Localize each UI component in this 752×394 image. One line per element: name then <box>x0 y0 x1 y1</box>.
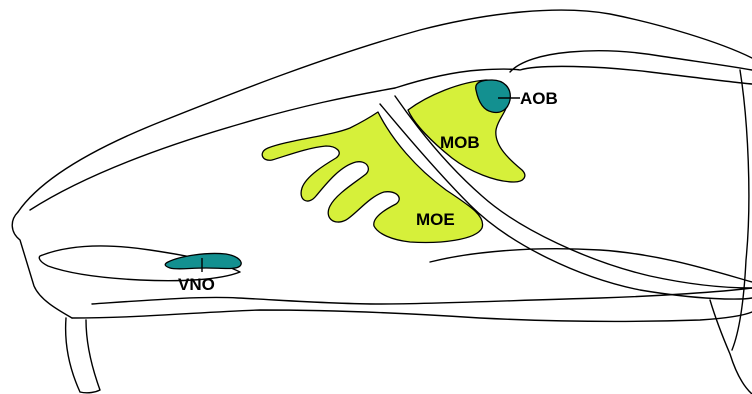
moe-label: MOE <box>416 210 455 229</box>
vno-region <box>165 253 241 268</box>
lower-jaw-line <box>72 310 752 321</box>
aob-label: AOB <box>520 89 558 108</box>
vno-label: VNO <box>178 275 215 294</box>
snout-tip <box>12 212 72 318</box>
mob-label: MOB <box>440 133 480 152</box>
braincase-outer-line <box>510 51 752 72</box>
occipital-edge <box>732 70 749 350</box>
incisor-tooth <box>66 318 100 393</box>
braincase-inner-line <box>395 66 752 88</box>
